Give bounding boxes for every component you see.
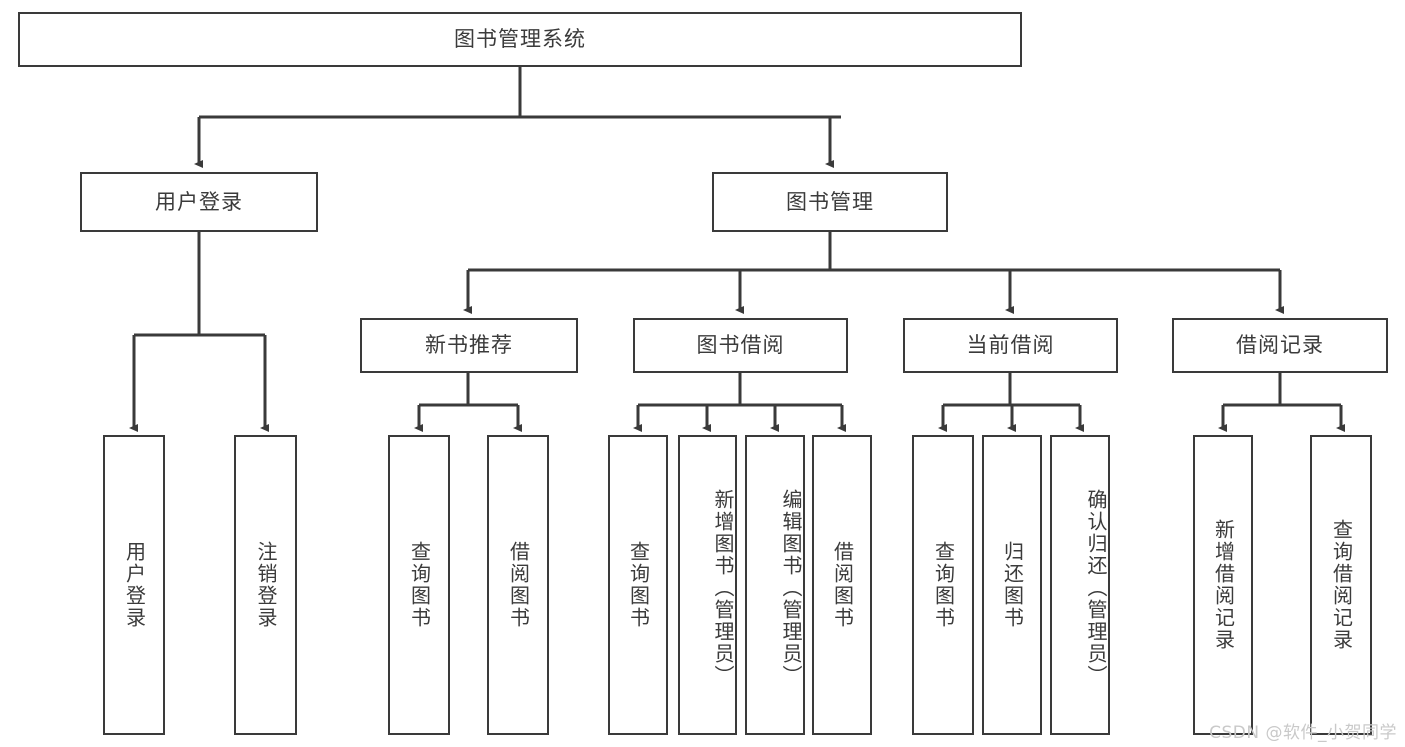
leaf-borrow-query[interactable]: 查询图书 bbox=[608, 435, 668, 735]
node-borrow-record-label: 借阅记录 bbox=[1236, 333, 1324, 358]
leaf-new-book-borrow-label: 借阅图书 bbox=[506, 541, 531, 629]
leaf-user-login[interactable]: 用户登录 bbox=[103, 435, 165, 735]
node-root-label: 图书管理系统 bbox=[454, 27, 586, 52]
leaf-edit-book-admin[interactable]: 编辑图书（管理员） bbox=[745, 435, 805, 735]
leaf-logout-label: 注销登录 bbox=[254, 541, 278, 629]
leaf-borrow-query-label: 查询图书 bbox=[626, 541, 651, 629]
leaf-new-book-query-label: 查询图书 bbox=[407, 541, 432, 629]
leaf-return-book-label: 归还图书 bbox=[1000, 541, 1025, 629]
node-current-borrow[interactable]: 当前借阅 bbox=[903, 318, 1118, 373]
leaf-return-book[interactable]: 归还图书 bbox=[982, 435, 1042, 735]
leaf-new-book-query[interactable]: 查询图书 bbox=[388, 435, 450, 735]
leaf-new-book-borrow[interactable]: 借阅图书 bbox=[487, 435, 549, 735]
leaf-confirm-return-admin-label: 确认归还（管理员） bbox=[1084, 489, 1108, 687]
leaf-current-query[interactable]: 查询图书 bbox=[912, 435, 974, 735]
leaf-borrow-book-label: 借阅图书 bbox=[830, 541, 855, 629]
leaf-add-borrow-record-label: 新增借阅记录 bbox=[1211, 519, 1236, 651]
leaf-current-query-label: 查询图书 bbox=[931, 541, 956, 629]
node-root[interactable]: 图书管理系统 bbox=[18, 12, 1022, 67]
leaf-add-book-admin[interactable]: 新增图书（管理员） bbox=[678, 435, 737, 735]
leaf-logout[interactable]: 注销登录 bbox=[234, 435, 297, 735]
node-new-book-label: 新书推荐 bbox=[425, 333, 513, 358]
node-book-manage-label: 图书管理 bbox=[786, 189, 874, 214]
leaf-query-borrow-record[interactable]: 查询借阅记录 bbox=[1310, 435, 1372, 735]
node-book-borrow[interactable]: 图书借阅 bbox=[633, 318, 848, 373]
leaf-add-borrow-record[interactable]: 新增借阅记录 bbox=[1193, 435, 1253, 735]
node-user-login-label: 用户登录 bbox=[155, 189, 243, 214]
leaf-borrow-book[interactable]: 借阅图书 bbox=[812, 435, 872, 735]
leaf-query-borrow-record-label: 查询借阅记录 bbox=[1329, 519, 1354, 651]
leaf-user-login-label: 用户登录 bbox=[122, 541, 147, 629]
node-current-borrow-label: 当前借阅 bbox=[966, 333, 1055, 358]
node-book-manage[interactable]: 图书管理 bbox=[712, 172, 948, 232]
node-borrow-record[interactable]: 借阅记录 bbox=[1172, 318, 1388, 373]
leaf-edit-book-admin-label: 编辑图书（管理员） bbox=[779, 489, 803, 687]
leaf-add-book-admin-label: 新增图书（管理员） bbox=[711, 489, 735, 687]
node-new-book[interactable]: 新书推荐 bbox=[360, 318, 578, 373]
leaf-confirm-return-admin[interactable]: 确认归还（管理员） bbox=[1050, 435, 1110, 735]
node-user-login[interactable]: 用户登录 bbox=[80, 172, 318, 232]
node-book-borrow-label: 图书借阅 bbox=[696, 333, 785, 358]
watermark: CSDN @软件_小贺同学 bbox=[1209, 723, 1397, 743]
